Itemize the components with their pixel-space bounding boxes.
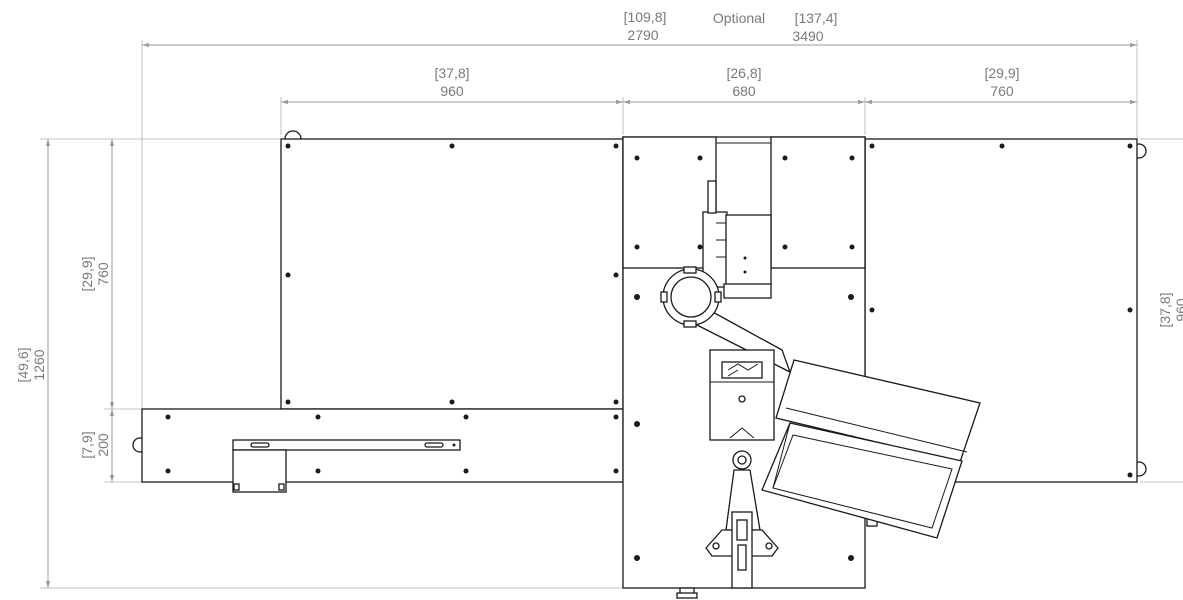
dim-overall-inch: [109,8] (624, 9, 667, 25)
dim-upper-depth-inch: [29,9] (79, 256, 95, 291)
dim-total-depth-inch: [49,6] (15, 347, 31, 382)
dimension-labels: [109,8] 2790 Optional [137,4] 3490 [37,8… (15, 9, 1183, 459)
dim-right-table-mm: 760 (990, 83, 1014, 99)
dim-right-depth-mm: 960 (1173, 298, 1183, 322)
dim-lower-depth-mm: 200 (95, 433, 111, 457)
dim-optional-inch: [137,4] (795, 10, 838, 26)
center-machine (622, 136, 878, 599)
horizontal-dimensions (141, 40, 1138, 410)
dim-optional-mm: 3490 (792, 28, 823, 44)
dim-right-table-inch: [29,9] (984, 65, 1019, 81)
dim-optional-label: Optional (713, 10, 765, 26)
dim-center-inch: [26,8] (726, 65, 761, 81)
left-upper-table (280, 130, 624, 410)
dim-left-table-inch: [37,8] (434, 65, 469, 81)
dim-upper-depth-mm: 760 (95, 262, 111, 286)
tilted-tray (761, 359, 981, 539)
dim-overall-mm: 2790 (627, 27, 658, 43)
vertical-dimensions (40, 138, 1183, 589)
dim-center-mm: 680 (732, 83, 756, 99)
dim-right-depth-inch: [37,8] (1157, 292, 1173, 327)
dim-lower-depth-inch: [7,9] (79, 431, 95, 458)
dim-left-table-mm: 960 (440, 83, 464, 99)
dim-total-depth-mm: 1260 (31, 349, 47, 380)
left-lower-table (132, 408, 624, 493)
